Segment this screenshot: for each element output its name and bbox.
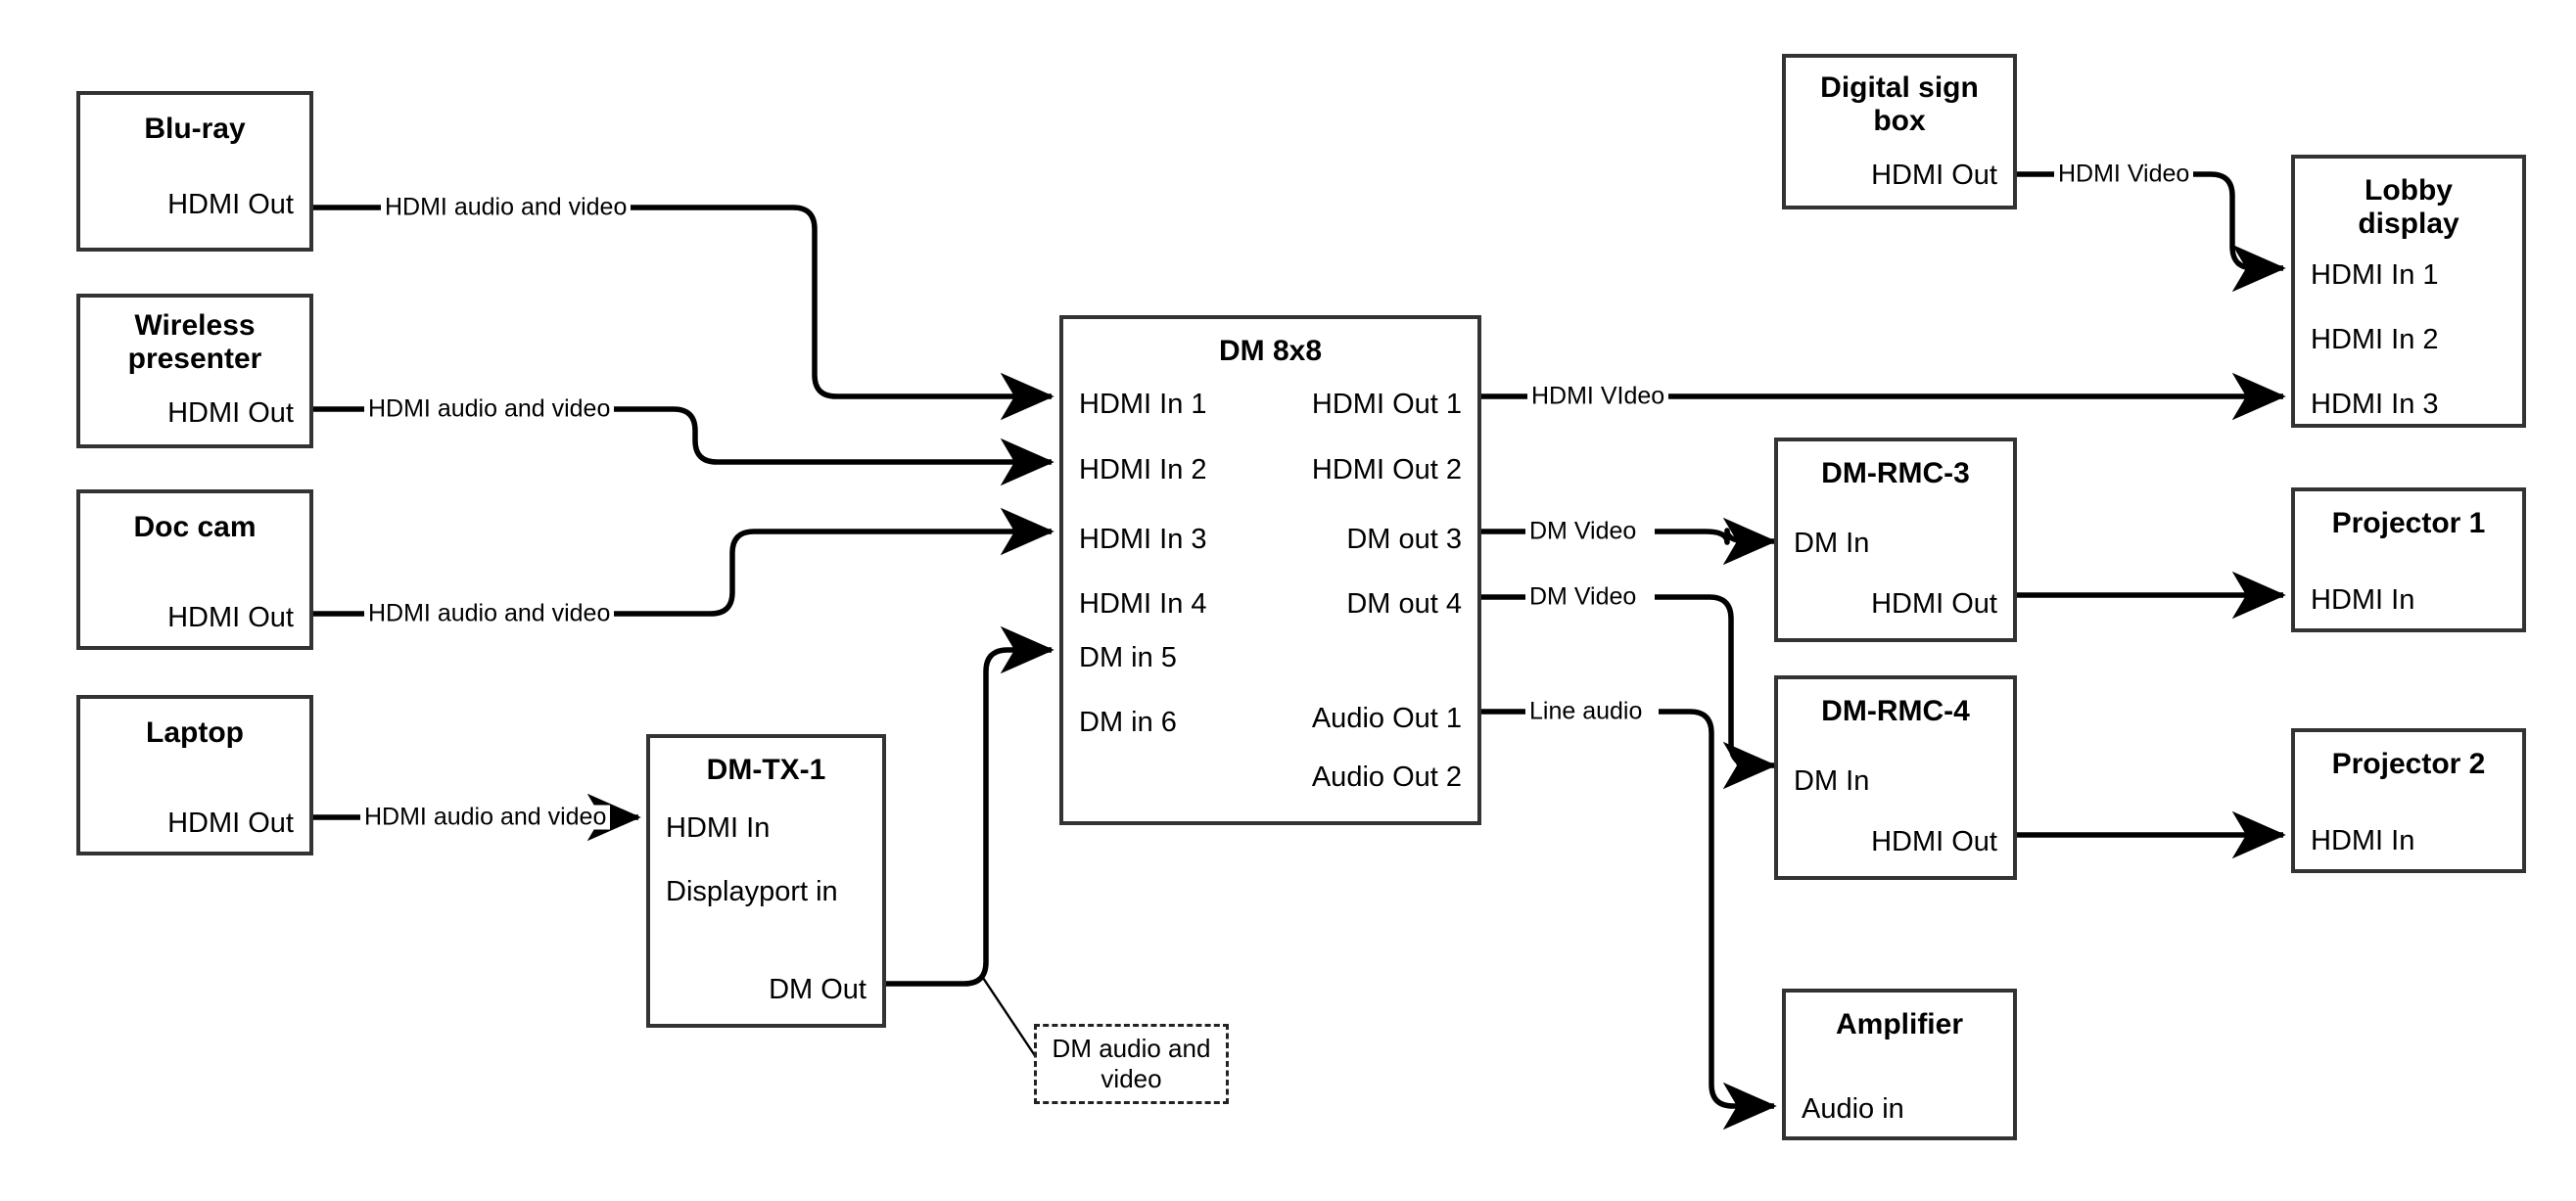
node-wireless-presenter-title-line2: presenter (127, 342, 262, 375)
node-dm-8x8-input-1[interactable]: HDMI In 1 (1079, 389, 1207, 420)
wire-label-wireless: HDMI audio and video (364, 396, 615, 422)
node-dm-8x8-title: DM 8x8 (1218, 335, 1323, 367)
node-lobby-display-title-line1: Lobby (2365, 174, 2453, 207)
node-dm-tx-1[interactable]: DM-TX-1 HDMI In Displayport in DM Out (646, 734, 886, 1028)
wire-label-hdmi-out1: HDMI VIdeo (1527, 384, 1669, 409)
node-projector-2[interactable]: Projector 2 HDMI In (2291, 728, 2526, 873)
node-dm-8x8[interactable]: DM 8x8 HDMI In 1 HDMI In 2 HDMI In 3 HDM… (1059, 315, 1481, 825)
node-dm-8x8-output-4[interactable]: DM out 4 (1346, 588, 1462, 620)
wire-label-sign-video: HDMI Video (2054, 162, 2194, 187)
node-dm-tx-1-port-displayport-in[interactable]: Displayport in (666, 876, 838, 907)
node-lobby-display-port-hdmi-in-1[interactable]: HDMI In 1 (2311, 259, 2439, 291)
node-dm-8x8-output-3[interactable]: DM out 3 (1346, 524, 1462, 555)
node-digital-sign-box-title-line1: Digital sign (1820, 71, 1979, 104)
wire-label-dm-out3: DM Video (1525, 519, 1641, 544)
callout-leader-line (982, 977, 1037, 1058)
node-dm-rmc-3-port-hdmi-out[interactable]: HDMI Out (1871, 588, 1997, 620)
node-laptop-title: Laptop (146, 716, 244, 749)
node-bluray-port-hdmi-out[interactable]: HDMI Out (167, 189, 294, 220)
node-lobby-display-title-line2: display (2358, 207, 2459, 240)
node-dm-rmc-3-title: DM-RMC-3 (1821, 457, 1970, 489)
node-wireless-presenter[interactable]: Wireless presenter HDMI Out (76, 294, 313, 448)
node-dm-rmc-4[interactable]: DM-RMC-4 DM In HDMI Out (1774, 675, 2017, 880)
node-dm-rmc-4-port-dm-in[interactable]: DM In (1794, 765, 1870, 797)
node-dm-rmc-4-port-hdmi-out[interactable]: HDMI Out (1871, 826, 1997, 857)
node-laptop[interactable]: Laptop HDMI Out (76, 695, 313, 855)
callout-dm-audio-and-video: DM audio and video (1034, 1024, 1229, 1104)
node-dm-rmc-4-title: DM-RMC-4 (1821, 695, 1970, 727)
node-digital-sign-box-port-hdmi-out[interactable]: HDMI Out (1871, 160, 1997, 191)
node-amplifier[interactable]: Amplifier Audio in (1782, 989, 2017, 1140)
node-dm-8x8-input-6[interactable]: DM in 6 (1079, 707, 1177, 738)
wire-label-dm-out4: DM Video (1525, 584, 1641, 610)
wire-label-bluray: HDMI audio and video (381, 195, 632, 220)
node-doc-cam-title: Doc cam (133, 511, 257, 543)
wire-label-audio-out1: Line audio (1525, 699, 1647, 724)
node-dm-rmc-3[interactable]: DM-RMC-3 DM In HDMI Out (1774, 438, 2017, 642)
node-dm-tx-1-title: DM-TX-1 (706, 754, 826, 786)
node-doc-cam[interactable]: Doc cam HDMI Out (76, 489, 313, 650)
node-dm-8x8-input-3[interactable]: HDMI In 3 (1079, 524, 1207, 555)
wire-label-laptop: HDMI audio and video (360, 805, 611, 830)
node-dm-tx-1-port-hdmi-in[interactable]: HDMI In (666, 812, 771, 844)
node-lobby-display-port-hdmi-in-3[interactable]: HDMI In 3 (2311, 389, 2439, 420)
node-dm-8x8-output-6[interactable]: Audio Out 2 (1311, 762, 1462, 793)
node-amplifier-title: Amplifier (1835, 1008, 1964, 1040)
node-projector-1-title: Projector 1 (2331, 507, 2486, 539)
wire-dmout4-to-rmc4 (1481, 594, 1774, 765)
node-laptop-port-hdmi-out[interactable]: HDMI Out (167, 808, 294, 839)
wire-dmtx1-to-dm8x8 (886, 625, 1054, 987)
wire-sign-to-lobby (2017, 171, 2283, 268)
node-amplifier-port-audio-in[interactable]: Audio in (1802, 1093, 1904, 1125)
node-digital-sign-box[interactable]: Digital sign box HDMI Out (1782, 54, 2017, 209)
wire-label-doccam: HDMI audio and video (364, 601, 615, 626)
node-dm-8x8-input-4[interactable]: HDMI In 4 (1079, 588, 1207, 620)
node-dm-8x8-input-2[interactable]: HDMI In 2 (1079, 454, 1207, 485)
node-bluray[interactable]: Blu-ray HDMI Out (76, 91, 313, 252)
node-wireless-presenter-port-hdmi-out[interactable]: HDMI Out (167, 397, 294, 429)
node-wireless-presenter-title-line1: Wireless (134, 309, 256, 342)
node-dm-8x8-output-1[interactable]: HDMI Out 1 (1311, 389, 1462, 420)
node-projector-2-title: Projector 2 (2331, 748, 2486, 780)
node-projector-1-port-hdmi-in[interactable]: HDMI In (2311, 584, 2415, 616)
node-lobby-display-port-hdmi-in-2[interactable]: HDMI In 2 (2311, 324, 2439, 355)
wire-audioout1-to-amplifier (1481, 709, 1774, 1106)
node-dm-8x8-output-5[interactable]: Audio Out 1 (1311, 703, 1462, 734)
node-dm-8x8-input-5[interactable]: DM in 5 (1079, 642, 1177, 673)
node-dm-8x8-output-2[interactable]: HDMI Out 2 (1311, 454, 1462, 485)
node-projector-1[interactable]: Projector 1 HDMI In (2291, 487, 2526, 632)
node-doc-cam-port-hdmi-out[interactable]: HDMI Out (167, 602, 294, 633)
node-dm-tx-1-port-dm-out[interactable]: DM Out (769, 974, 866, 1005)
node-bluray-title: Blu-ray (144, 113, 246, 145)
node-projector-2-port-hdmi-in[interactable]: HDMI In (2311, 825, 2415, 856)
node-dm-rmc-3-port-dm-in[interactable]: DM In (1794, 528, 1870, 559)
node-lobby-display[interactable]: Lobby display HDMI In 1 HDMI In 2 HDMI I… (2291, 155, 2526, 428)
node-digital-sign-box-title-line2: box (1873, 104, 1926, 137)
wire-bluray-to-dm8x8 (313, 205, 1052, 396)
